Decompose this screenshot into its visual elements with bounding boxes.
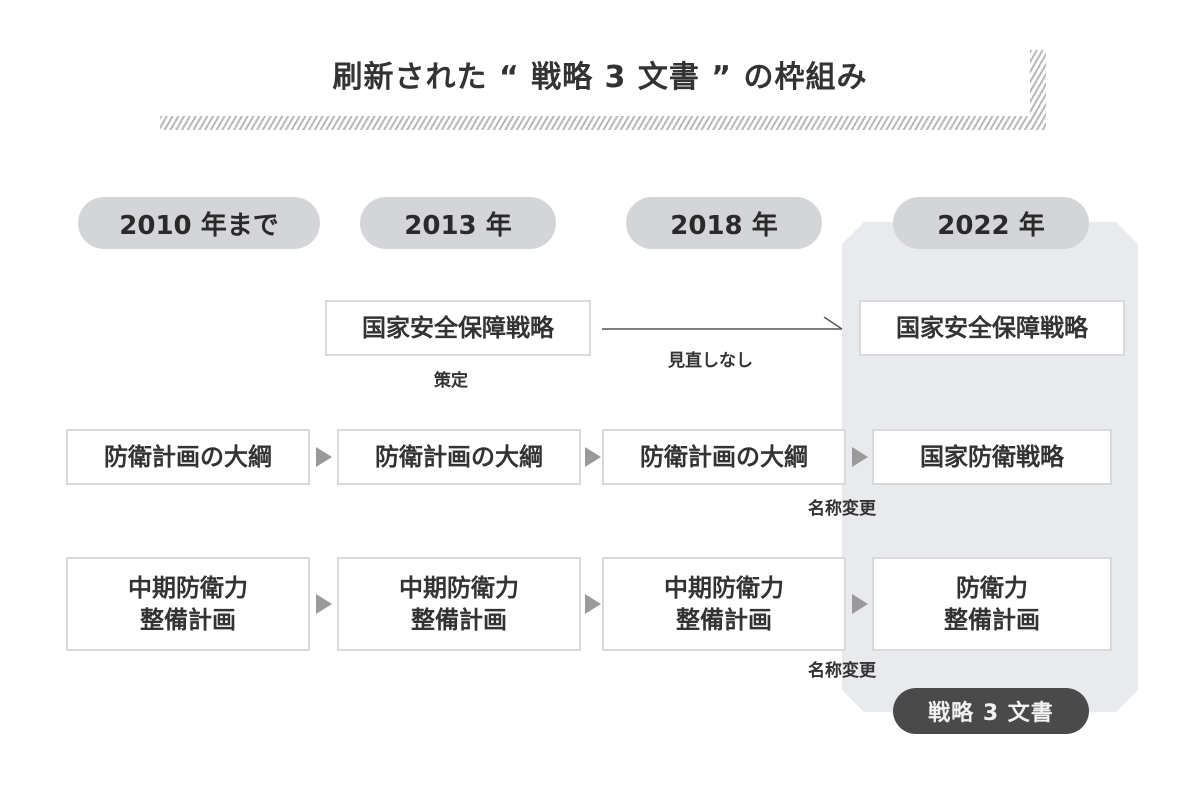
year-pill-2013: 2013 年 <box>360 197 556 249</box>
note-renamed: 名称変更 <box>808 499 876 519</box>
box-nss-2013: 国家安全保障戦略 <box>325 300 591 356</box>
note-established: 策定 <box>434 371 468 391</box>
title-corner-hatch <box>1030 50 1046 130</box>
arrow-right-icon <box>316 447 332 467</box>
box-outline-2013: 防衛計画の大綱 <box>337 429 581 485</box>
diagram-title: 刷新された “ 戦略 3 文書 ” の枠組み <box>332 60 868 95</box>
box-outline-2018: 防衛計画の大綱 <box>602 429 846 485</box>
year-pill-2010: 2010 年まで <box>78 197 320 249</box>
note-no-review: 見直しなし <box>668 351 753 371</box>
box-outline-2010: 防衛計画の大綱 <box>66 429 310 485</box>
box-midterm-2010: 中期防衛力 整備計画 <box>66 557 310 651</box>
arrow-right-icon <box>852 447 868 467</box>
year-pill-2018: 2018 年 <box>626 197 822 249</box>
note-renamed: 名称変更 <box>808 661 876 681</box>
box-midterm-2013: 中期防衛力 整備計画 <box>337 557 581 651</box>
arrow-right-icon <box>585 447 601 467</box>
box-nds-2022: 国家防衛戦略 <box>872 429 1112 485</box>
title-underline-hatch <box>160 116 1046 130</box>
arrow-right-icon <box>852 594 868 614</box>
connector-arrow-icon <box>602 317 843 330</box>
year-pill-2022: 2022 年 <box>893 197 1089 249</box>
box-midterm-2018: 中期防衛力 整備計画 <box>602 557 846 651</box>
box-dbp-2022: 防衛力 整備計画 <box>872 557 1112 651</box>
arrow-right-icon <box>585 594 601 614</box>
three-documents-badge: 戦略 3 文書 <box>893 688 1089 734</box>
arrow-right-icon <box>316 594 332 614</box>
box-nss-2022: 国家安全保障戦略 <box>859 300 1125 356</box>
